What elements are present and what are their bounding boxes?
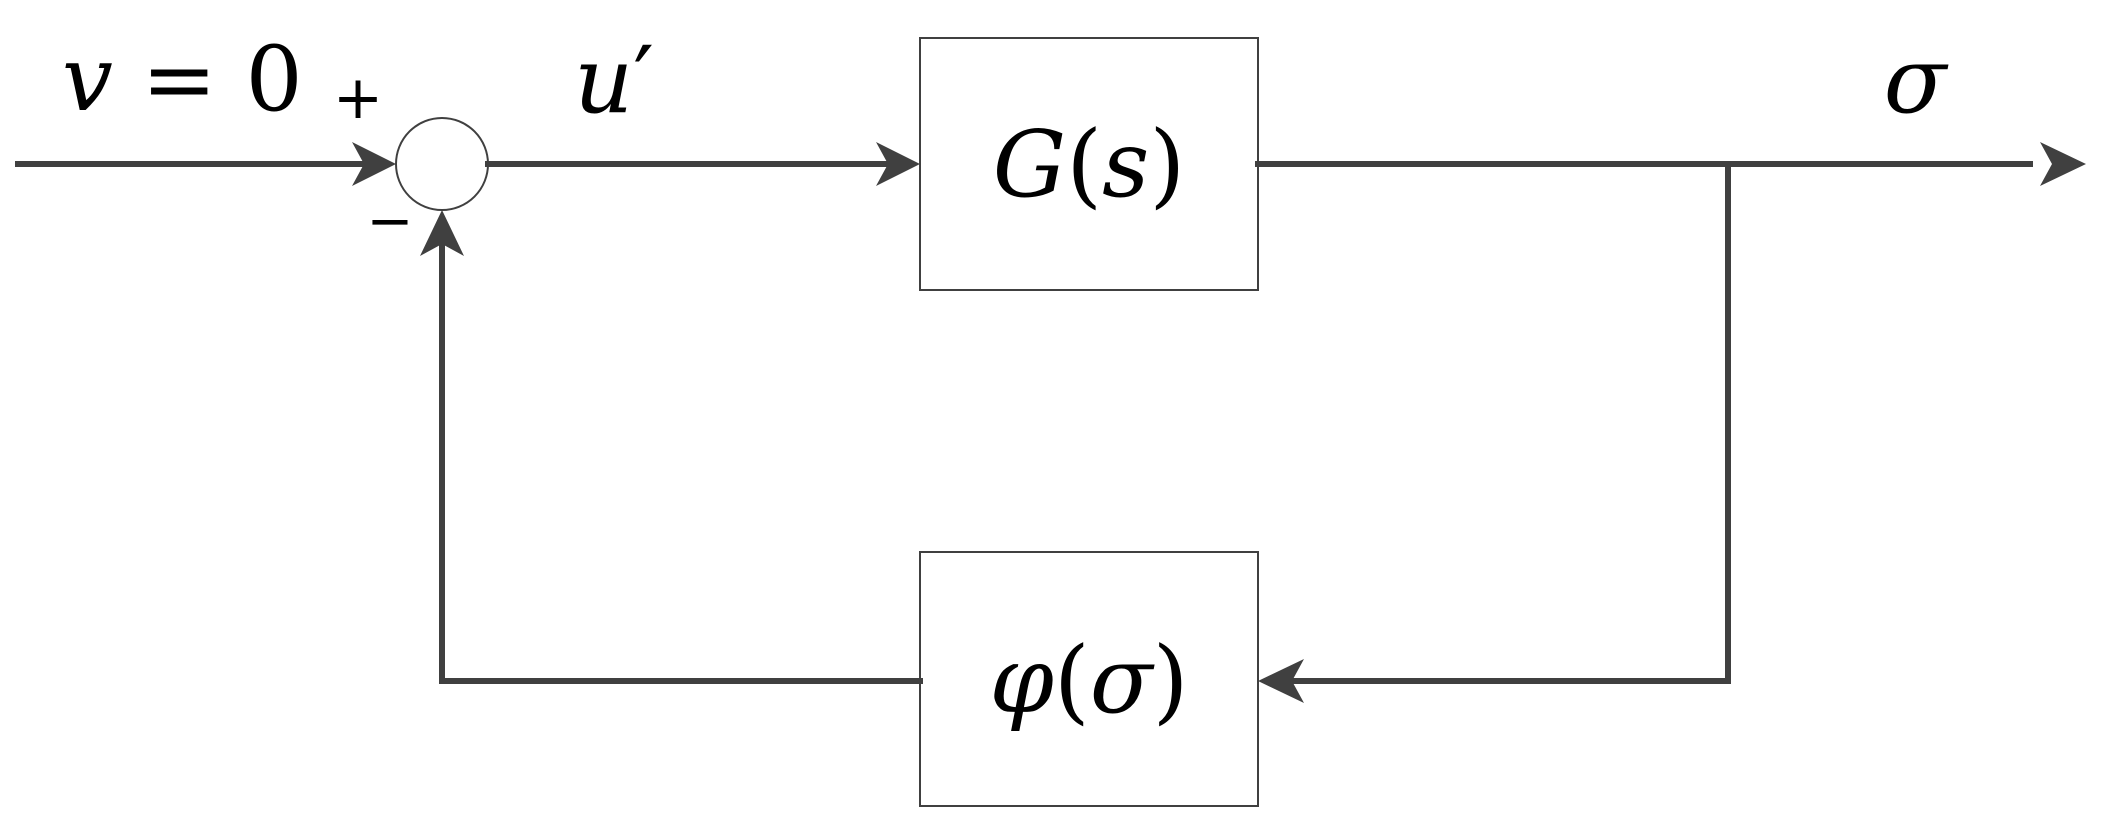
- forward-block-G: [919, 37, 1259, 291]
- minus-sign: −: [367, 189, 414, 254]
- error-arrowhead: [876, 142, 920, 186]
- feedback-block-phi: [919, 551, 1259, 807]
- forward-block-label: G(s): [993, 111, 1186, 218]
- feedback-arrowhead: [1258, 659, 1304, 703]
- plus-sign: +: [333, 63, 383, 133]
- output-arrowhead: [2040, 142, 2086, 186]
- feedback-block-label: φ(σ): [989, 627, 1188, 734]
- input-arrowhead: [352, 142, 396, 186]
- output-label: σ: [1884, 27, 1949, 134]
- input-label: v = 0: [62, 27, 303, 132]
- error-label: u′: [574, 27, 654, 134]
- return-arrowhead: [420, 210, 464, 256]
